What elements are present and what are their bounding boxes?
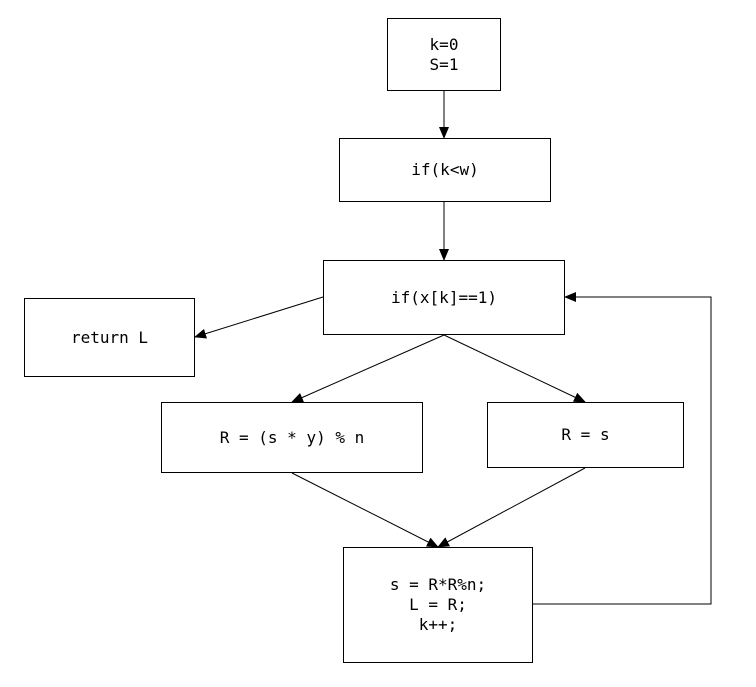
node-assign-r-s-line-1: R = s xyxy=(561,425,610,444)
edge-cond-xk-to-return xyxy=(194,296,324,339)
node-update: s = R*R%n; L = R; k++; xyxy=(343,547,533,663)
edge-update-to-cond-xk xyxy=(533,292,712,605)
node-return: return L xyxy=(24,298,195,377)
node-return-line-1: return L xyxy=(70,327,149,347)
node-init-line-1: k=0 xyxy=(429,34,459,54)
node-assign-r-mod: R = (s * y) % n xyxy=(161,402,423,473)
node-init-line-2: S=1 xyxy=(429,54,459,74)
edge-assign-r-mod-to-update xyxy=(291,472,439,548)
node-assign-r-s: R = s xyxy=(487,402,684,468)
node-cond-xk: if(x[k]==1) xyxy=(323,260,565,335)
edge-assign-r-s-to-update xyxy=(437,467,586,548)
edge-cond-xk-to-assign-r-s xyxy=(443,334,586,403)
node-cond-kw-line-1: if(k<w) xyxy=(411,160,479,179)
node-cond-kw: if(k<w) xyxy=(339,138,551,202)
node-update-line-3: k++; xyxy=(418,615,458,634)
edge-cond-xk-to-assign-r-mod xyxy=(291,334,445,403)
node-assign-r-mod-line-1: R = (s * y) % n xyxy=(219,427,365,447)
node-init: k=0 S=1 xyxy=(387,18,501,91)
node-cond-xk-line-1: if(x[k]==1) xyxy=(391,287,497,307)
node-update-line-2: L = R; xyxy=(409,595,467,614)
node-update-line-1: s = R*R%n; xyxy=(389,575,487,594)
